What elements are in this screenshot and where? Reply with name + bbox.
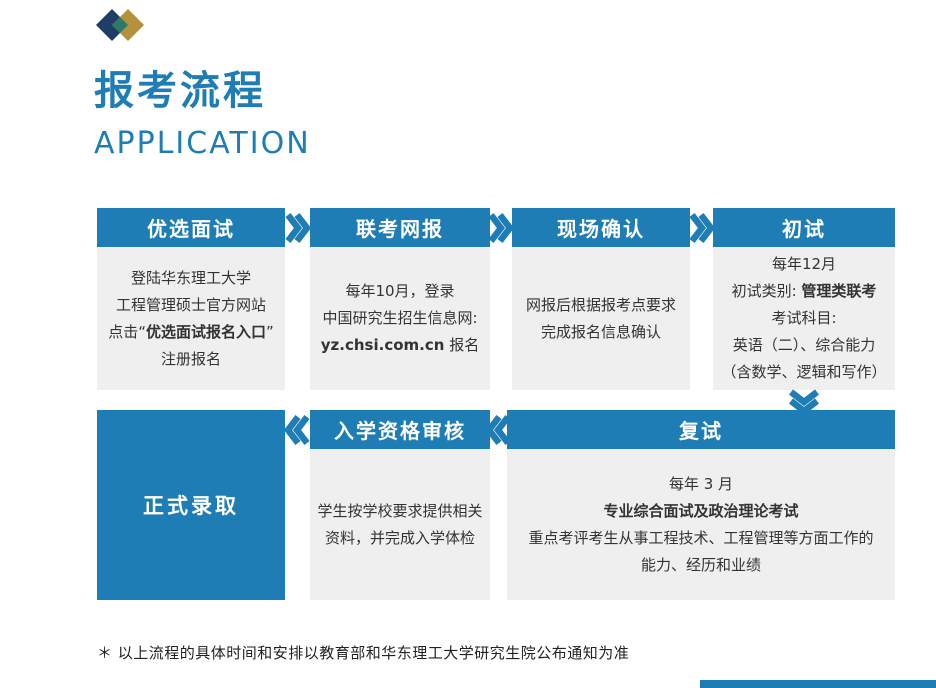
step-online-registration: 联考网报 每年10月，登录中国研究生招生信息网:yz.chsi.com.cn 报… <box>310 208 490 390</box>
step-initial-exam-title: 初试 <box>713 208 895 247</box>
chevron-right-icon <box>285 210 312 246</box>
step-preferred-interview-title: 优选面试 <box>97 208 285 247</box>
chevron-right-icon <box>488 210 515 246</box>
step-qualification-review: 入学资格审核 学生按学校要求提供相关资料，并完成入学体检 <box>310 410 490 600</box>
step-preferred-interview: 优选面试 登陆华东理工大学工程管理硕士官方网站点击“优选面试报名入口”注册报名 <box>97 208 285 390</box>
bottom-accent-bar <box>700 680 936 688</box>
step-initial-exam: 初试 每年12月初试类别: 管理类联考考试科目:英语（二）、综合能力（含数学、逻… <box>713 208 895 390</box>
step-formal-admission: 正式录取 <box>97 410 285 600</box>
logo-diamonds-icon <box>96 9 144 41</box>
step-second-exam-body: 每年 3 月专业综合面试及政治理论考试重点考评考生从事工程技术、工程管理等方面工… <box>507 449 895 600</box>
step-formal-admission-title: 正式录取 <box>143 494 239 518</box>
step-online-registration-title: 联考网报 <box>310 208 490 247</box>
step-qualification-review-body: 学生按学校要求提供相关资料，并完成入学体检 <box>310 449 490 600</box>
chevron-left-icon <box>484 412 511 448</box>
step-onsite-confirmation-body: 网报后根据报考点要求完成报名信息确认 <box>512 247 690 390</box>
step-second-exam-title: 复试 <box>507 410 895 449</box>
chevron-left-icon <box>283 412 310 448</box>
footnote: ＊ 以上流程的具体时间和安排以教育部和华东理工大学研究生院公布通知为准 <box>97 644 630 662</box>
page-subtitle: APPLICATION <box>94 126 311 161</box>
step-onsite-confirmation: 现场确认 网报后根据报考点要求完成报名信息确认 <box>512 208 690 390</box>
page-title: 报考流程 <box>94 68 266 114</box>
chevron-right-icon <box>689 210 716 246</box>
step-second-exam: 复试 每年 3 月专业综合面试及政治理论考试重点考评考生从事工程技术、工程管理等… <box>507 410 895 600</box>
step-onsite-confirmation-title: 现场确认 <box>512 208 690 247</box>
step-initial-exam-body: 每年12月初试类别: 管理类联考考试科目:英语（二）、综合能力（含数学、逻辑和写… <box>713 247 895 390</box>
step-preferred-interview-body: 登陆华东理工大学工程管理硕士官方网站点击“优选面试报名入口”注册报名 <box>97 247 285 390</box>
step-qualification-review-title: 入学资格审核 <box>310 410 490 449</box>
step-online-registration-body: 每年10月，登录中国研究生招生信息网:yz.chsi.com.cn 报名 <box>310 247 490 390</box>
